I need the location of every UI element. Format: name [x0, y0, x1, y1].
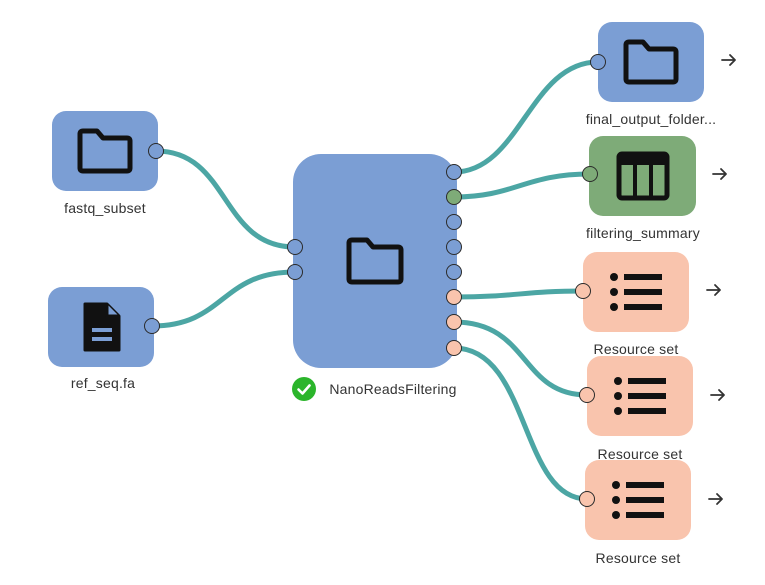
output-port-5[interactable] — [446, 264, 462, 280]
list-icon — [610, 478, 666, 522]
output-node-resource-set-2[interactable] — [587, 356, 693, 436]
folder-icon — [345, 237, 405, 285]
arrow-right-icon[interactable] — [707, 492, 725, 506]
process-node-nanoreadsfiltering[interactable] — [293, 154, 457, 368]
arrow-right-icon[interactable] — [705, 283, 723, 297]
link-process-to-final-output — [451, 59, 601, 175]
input-label-fastq-subset: fastq_subset — [64, 200, 146, 216]
output-label-resource-set-3: Resource set — [595, 550, 681, 566]
output-port-7[interactable] — [446, 314, 462, 330]
output-port-4[interactable] — [446, 239, 462, 255]
output-port-1[interactable] — [446, 164, 462, 180]
arrow-right-icon[interactable] — [709, 388, 727, 402]
arrow-right-icon[interactable] — [711, 167, 729, 181]
output-port-ref-seq[interactable] — [144, 318, 160, 334]
arrow-right-icon[interactable] — [720, 53, 738, 67]
output-node-final-output-folder[interactable] — [598, 22, 704, 102]
input-port-resource-set-1[interactable] — [575, 283, 591, 299]
output-label-resource-set-2: Resource set — [597, 446, 683, 462]
input-port-final-output-folder[interactable] — [590, 54, 606, 70]
link-refseq-to-process — [149, 269, 298, 329]
link-process-to-resource-set-3 — [451, 345, 590, 502]
output-node-resource-set-3[interactable] — [585, 460, 691, 540]
output-label-final-output-folder: final_output_folder... — [585, 111, 717, 127]
table-icon — [615, 151, 671, 201]
output-port-8[interactable] — [446, 340, 462, 356]
link-process-to-filtering-summary — [451, 171, 593, 200]
link-process-to-resource-set-2 — [451, 319, 590, 398]
input-node-fastq-subset[interactable] — [52, 111, 158, 191]
input-port-resource-set-2[interactable] — [579, 387, 595, 403]
input-port-filtering-summary[interactable] — [582, 166, 598, 182]
output-label-filtering-summary: filtering_summary — [586, 225, 700, 241]
input-label-ref-seq: ref_seq.fa — [70, 375, 136, 391]
check-circle-icon — [292, 377, 316, 401]
input-port-1[interactable] — [287, 239, 303, 255]
input-port-resource-set-3[interactable] — [579, 491, 595, 507]
document-icon — [79, 300, 123, 354]
output-node-filtering-summary[interactable] — [589, 136, 696, 216]
output-node-resource-set-1[interactable] — [583, 252, 689, 332]
folder-icon — [622, 39, 680, 85]
folder-icon — [76, 128, 134, 174]
output-port-6[interactable] — [446, 289, 462, 305]
output-port-3[interactable] — [446, 214, 462, 230]
output-port-2[interactable] — [446, 189, 462, 205]
input-port-2[interactable] — [287, 264, 303, 280]
process-label: NanoReadsFiltering — [329, 381, 457, 397]
link-process-to-resource-set-1 — [451, 288, 586, 300]
link-fastq-to-process — [153, 148, 298, 250]
list-icon — [608, 270, 664, 314]
output-port-fastq-subset[interactable] — [148, 143, 164, 159]
output-label-resource-set-1: Resource set — [593, 341, 679, 357]
input-node-ref-seq[interactable] — [48, 287, 154, 367]
list-icon — [612, 374, 668, 418]
